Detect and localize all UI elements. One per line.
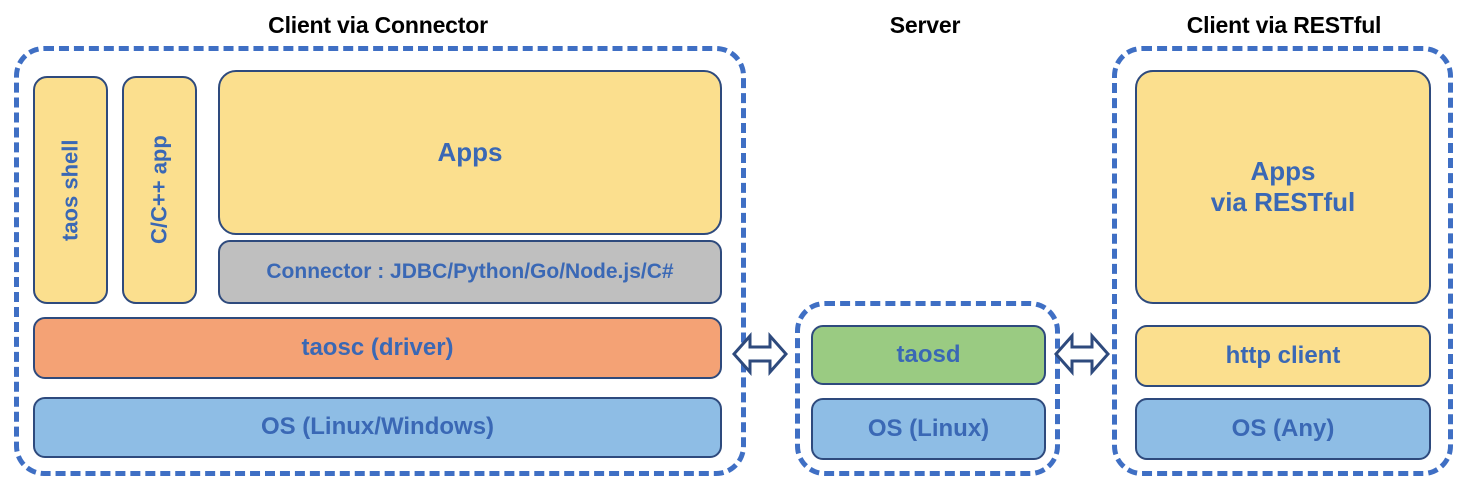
group-title-client-via-restful: Client via RESTful [1186, 12, 1382, 38]
box-os-linux: OS (Linux) [811, 398, 1046, 460]
panel-client-via-restful [1112, 46, 1453, 476]
group-title-client-via-connector: Client via Connector [268, 12, 488, 38]
group-title-server: Server [889, 12, 961, 38]
panel-server [795, 301, 1060, 476]
box-apps: Apps [218, 70, 722, 235]
panel-client-via-connector [14, 46, 746, 476]
box-os-linux-windows: OS (Linux/Windows) [33, 397, 722, 458]
box-c-cpp-app: C/C++ app [122, 76, 197, 304]
bidirectional-arrow-icon-left [732, 324, 788, 384]
box-http-client: http client [1135, 325, 1431, 387]
box-apps-via-restful: Apps via RESTful [1135, 70, 1431, 304]
box-taosc-driver: taosc (driver) [33, 317, 722, 379]
box-connector-libraries: Connector : JDBC/Python/Go/Node.js/C# [218, 240, 722, 304]
box-taos-shell: taos shell [33, 76, 108, 304]
box-os-any: OS (Any) [1135, 398, 1431, 460]
box-taosd: taosd [811, 325, 1046, 385]
bidirectional-arrow-icon-right [1054, 324, 1110, 384]
